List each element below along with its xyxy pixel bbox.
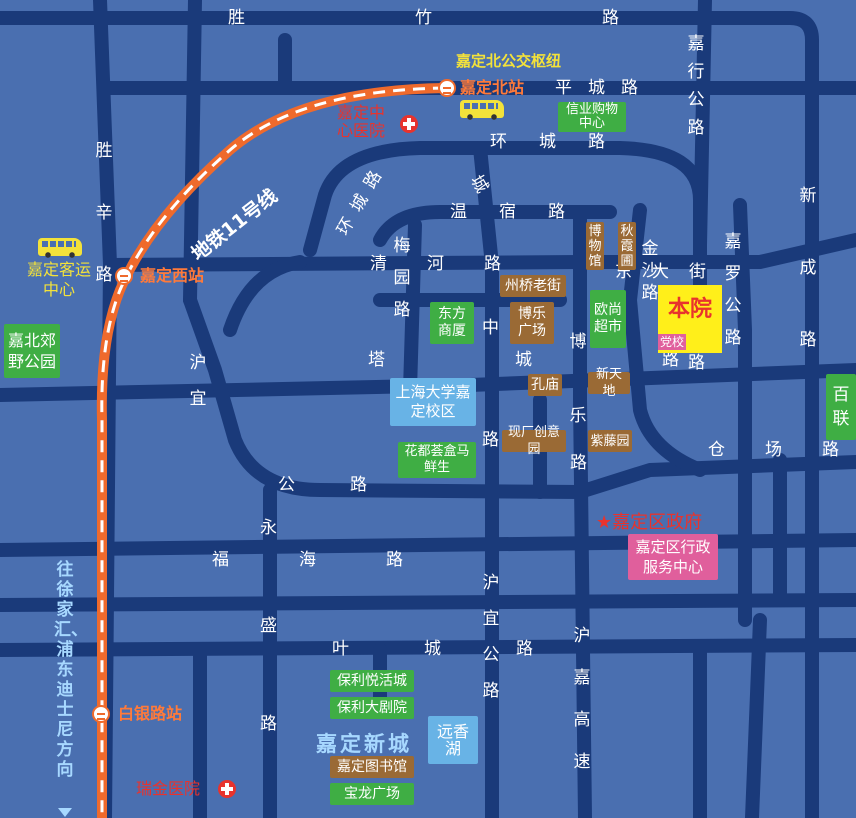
road-label-dongdajie: 东大街 <box>615 262 726 282</box>
coach-station[interactable]: 嘉定客运中心 <box>26 260 91 299</box>
road-label-yongsheng: 永 <box>260 518 277 538</box>
bus-icon <box>460 100 504 120</box>
station-baiyinlu[interactable]: 白银路站 <box>118 704 183 723</box>
road-label-shengxin: 胜辛路 <box>95 141 113 285</box>
road-meiyuan <box>403 218 422 397</box>
road-cangchang <box>573 455 856 499</box>
poi-xintiandi[interactable]: 新天地 <box>588 367 630 399</box>
road-label-fuhai: 福海路 <box>212 550 473 570</box>
road-label-gonglu: 公路 <box>278 475 422 495</box>
road-inner-ring <box>223 255 307 337</box>
poi-district-gov[interactable]: ★嘉定区政府 <box>596 512 703 533</box>
road-label-wensu: 温宿路 <box>450 202 597 222</box>
metro-direction: 往徐家汇、浦东迪士尼方向 <box>54 560 88 780</box>
poi-xinye[interactable]: 信业购物中心 <box>558 102 626 132</box>
road-label-chengzhong-road: 路 <box>482 430 499 450</box>
road-label-yecheng: 叶城路 <box>332 639 608 659</box>
road-bole <box>573 205 592 818</box>
road-label-cangchang: 仓场路 <box>708 440 839 460</box>
poi-museum[interactable]: 博物馆 <box>586 222 604 270</box>
road-fuhai <box>0 533 856 557</box>
road-label-huancheng: 环城路 <box>490 132 637 152</box>
poi-jiabei-park[interactable]: 嘉北郊野公园 <box>4 324 60 378</box>
road-label-bole-road: 路 <box>570 453 587 473</box>
road-shengzhu <box>0 11 819 818</box>
hospital-central[interactable]: 嘉定中心医院 <box>337 103 386 140</box>
poi-ziteng[interactable]: 紫藤园 <box>588 430 632 452</box>
metro-station-icon[interactable] <box>92 705 110 723</box>
poi-new-city: 嘉定新城 <box>316 732 412 756</box>
road-label-tacheng: 塔城路 <box>368 350 809 370</box>
poi-ouyang[interactable]: 欧尚超市 <box>590 290 626 348</box>
poi-admin-center[interactable]: 嘉定区行政服务中心 <box>628 534 718 580</box>
road-south-mid <box>0 593 856 612</box>
road-label-yongsheng-sheng: 盛 <box>260 616 277 636</box>
bus-hub-north[interactable]: 嘉定北公交枢纽 <box>456 52 562 70</box>
poi-poly-theatre[interactable]: 保利大剧院 <box>330 697 414 719</box>
poi-yuanxiang[interactable]: 远香湖 <box>428 716 478 764</box>
road-huyi-w <box>183 293 587 499</box>
road-label-shengzhu: 胜竹路 <box>228 8 789 28</box>
poi-qiuxia[interactable]: 秋霞圃 <box>618 222 636 270</box>
station-jiadingxi[interactable]: 嘉定西站 <box>140 266 205 285</box>
poi-bole-square[interactable]: 博乐广场 <box>510 302 554 344</box>
poi-library[interactable]: 嘉定图书馆 <box>330 756 414 778</box>
road-label-qinghe: 清河路 <box>370 254 541 274</box>
road-wensu <box>373 205 617 247</box>
road-label-meiyuan: 梅园路 <box>393 236 411 320</box>
station-jiadingbei[interactable]: 嘉定北站 <box>460 78 525 97</box>
road-label-hujia: 沪嘉高速 <box>573 626 591 772</box>
poi-dongfang[interactable]: 东方商厦 <box>430 302 474 344</box>
poi-bailian[interactable]: 百联 <box>826 374 856 440</box>
hospital-ruijin[interactable]: 瑞金医院 <box>136 779 201 798</box>
poi-poly-life[interactable]: 保利悦活城 <box>330 670 414 692</box>
bus-icon <box>38 238 82 258</box>
road-chengzhong <box>473 141 499 818</box>
road-label-pingcheng: 平城路 <box>555 78 654 98</box>
road-label-jiaxing: 嘉行公路 <box>687 34 705 138</box>
road-jiaxing <box>693 0 712 307</box>
road-label-jinsha: 金沙路 <box>641 239 659 303</box>
road-label-tacheng-road: 路 <box>688 353 705 373</box>
road-label-yongsheng-road: 路 <box>260 714 277 734</box>
metro-line-11-dash <box>100 86 446 818</box>
poi-shanghai-univ[interactable]: 上海大学嘉定校区 <box>390 378 476 426</box>
road-west-mid <box>183 0 202 307</box>
poi-ourplace[interactable]: 本院 <box>658 285 722 353</box>
road-label-chengzhong: 中 <box>482 318 499 338</box>
road-label-xincheng: 新成路 <box>799 186 817 350</box>
road-jialuo-2 <box>745 613 767 818</box>
road-label-bole: 博乐 <box>569 332 587 426</box>
arrow-down-icon <box>58 808 72 817</box>
hospital-cross-icon <box>400 115 418 133</box>
poi-huadu[interactable]: 花都荟盒马鲜生 <box>398 442 476 478</box>
road-yecheng <box>0 638 856 657</box>
metro-station-icon[interactable] <box>115 267 133 285</box>
road-label-huyi-w: 沪宜 <box>189 353 207 409</box>
poi-kongmiao[interactable]: 孔庙 <box>528 374 562 396</box>
road-jialuo <box>733 198 752 627</box>
poi-xianchang[interactable]: 现厂创意园 <box>502 425 566 457</box>
metro-station-icon[interactable] <box>438 79 456 97</box>
road-label-jialuo: 嘉罗公路 <box>724 232 742 348</box>
poi-party-school[interactable]: 党校 <box>658 334 687 350</box>
road-jinsha <box>623 203 707 477</box>
poi-zhouqiao[interactable]: 州桥老街 <box>500 275 566 297</box>
poi-baolong[interactable]: 宝龙广场 <box>330 783 414 805</box>
road-label-huyi-s: 沪宜公路 <box>482 573 500 701</box>
hospital-cross-icon <box>218 780 236 798</box>
